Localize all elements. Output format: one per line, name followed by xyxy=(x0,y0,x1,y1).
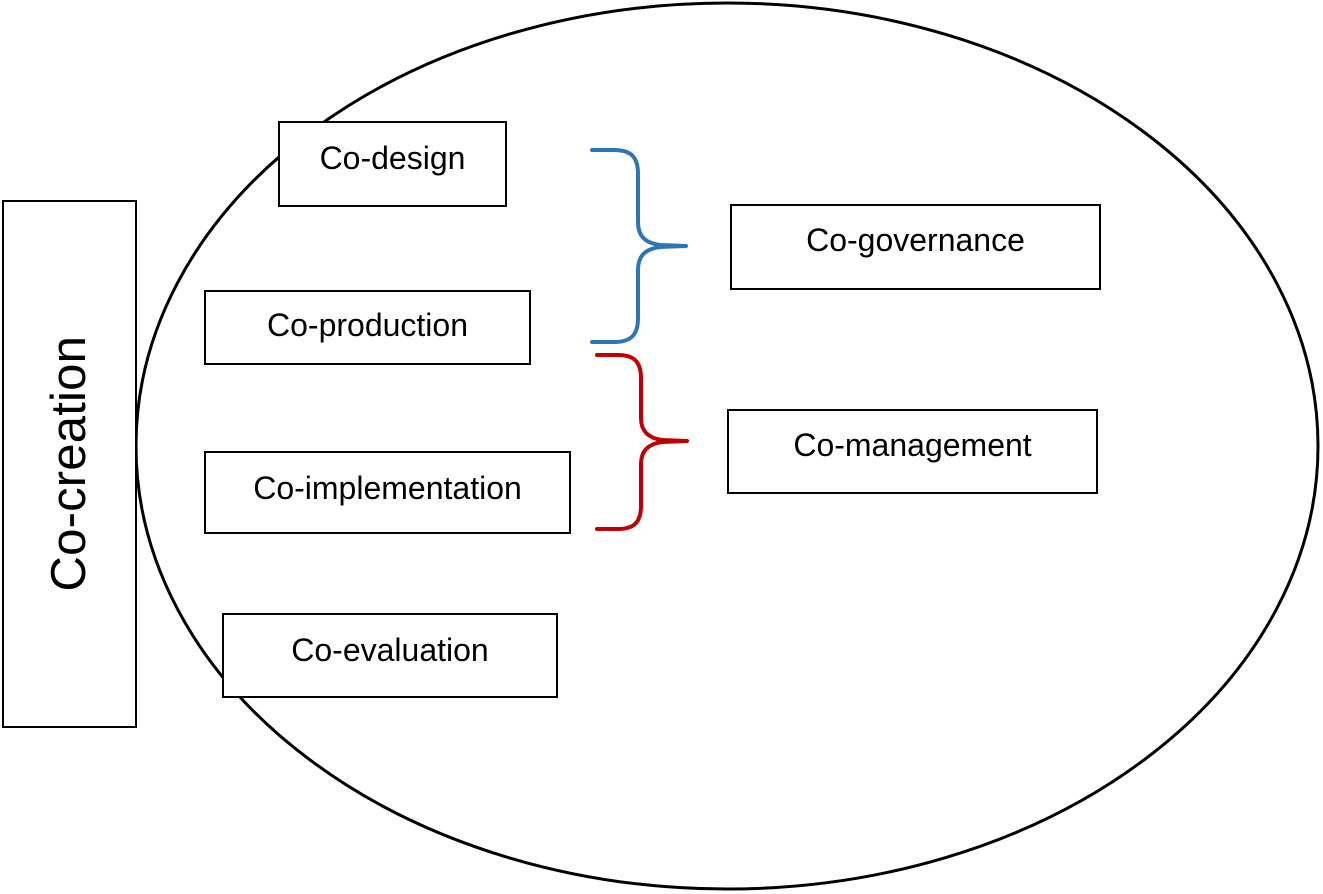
node-co-evaluation-label: Co-evaluation xyxy=(291,631,489,668)
node-co-evaluation[interactable]: Co-evaluation xyxy=(222,613,558,698)
brace-co-governance-icon xyxy=(590,148,688,344)
brace-co-management-icon xyxy=(595,353,689,531)
node-co-governance[interactable]: Co-governance xyxy=(730,204,1101,290)
node-co-management[interactable]: Co-management xyxy=(727,409,1098,494)
node-co-implementation[interactable]: Co-implementation xyxy=(204,451,571,534)
node-co-management-label: Co-management xyxy=(793,426,1032,463)
node-co-governance-label: Co-governance xyxy=(806,222,1025,259)
node-co-production[interactable]: Co-production xyxy=(204,290,531,365)
node-co-production-label: Co-production xyxy=(267,306,468,343)
node-co-creation-label: Co-creation xyxy=(41,336,96,592)
node-co-design-label: Co-design xyxy=(319,140,466,177)
node-co-implementation-label: Co-implementation xyxy=(253,469,522,506)
node-co-design[interactable]: Co-design xyxy=(278,121,507,207)
node-co-creation[interactable]: Co-creation xyxy=(2,200,137,728)
